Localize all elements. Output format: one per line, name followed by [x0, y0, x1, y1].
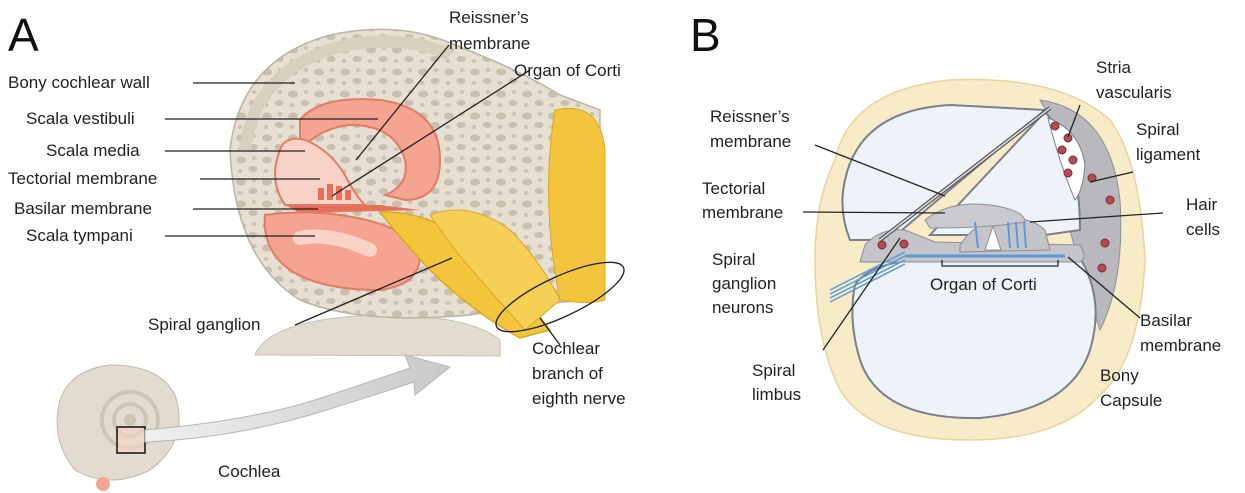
label-bony-cochlear-wall: Bony cochlear wall	[8, 73, 150, 93]
label-b-reissners-line1: Reissner’s	[710, 107, 790, 127]
label-b-stria-line2: vascularis	[1096, 83, 1172, 103]
label-scala-vestibuli: Scala vestibuli	[26, 109, 135, 129]
label-b-reissners-line2: membrane	[710, 132, 791, 152]
label-cochlear-nerve-line1: Cochlear	[532, 339, 600, 359]
label-scala-tympani: Scala tympani	[26, 226, 133, 246]
label-b-limbus-line1: Spiral	[752, 361, 795, 381]
label-b-ganglion-line1: Spiral	[712, 250, 755, 270]
label-b-ligament-line1: Spiral	[1136, 120, 1179, 140]
panel-a-art	[57, 29, 632, 491]
label-cochlear-nerve-line2: branch of	[532, 364, 603, 384]
label-b-ganglion-line2: ganglion	[712, 274, 776, 294]
label-b-bony-line1: Bony	[1100, 366, 1139, 386]
panel-b-letter: B	[690, 12, 721, 58]
label-cochlea: Cochlea	[218, 462, 280, 482]
label-tectorial-membrane: Tectorial membrane	[8, 169, 157, 189]
cochlea-thumbnail	[57, 365, 179, 480]
label-b-limbus-line2: limbus	[752, 385, 801, 405]
label-b-tectorial-line1: Tectorial	[702, 179, 765, 199]
label-basilar-membrane: Basilar membrane	[14, 199, 152, 219]
label-b-hair-line2: cells	[1186, 220, 1220, 240]
label-b-tectorial-line2: membrane	[702, 203, 783, 223]
label-reissners-line1: Reissner’s	[449, 8, 529, 28]
label-b-ganglion-line3: neurons	[712, 298, 773, 318]
label-b-basilar-line2: membrane	[1140, 336, 1221, 356]
label-reissners-line2: membrane	[449, 34, 530, 54]
label-b-basilar-line1: Basilar	[1140, 311, 1192, 331]
label-b-stria-line1: Stria	[1096, 58, 1131, 78]
panel-a-letter: A	[8, 12, 39, 58]
label-organ-of-corti-a: Organ of Corti	[514, 61, 621, 81]
label-cochlear-nerve-line3: eighth nerve	[532, 389, 626, 409]
base-bone	[255, 315, 500, 356]
label-b-organ-of-corti: Organ of Corti	[930, 275, 1037, 295]
zoom-arrow	[145, 355, 450, 442]
label-b-hair-line1: Hair	[1186, 195, 1217, 215]
nerve-trunk	[549, 108, 605, 302]
label-b-ligament-line2: ligament	[1136, 145, 1200, 165]
thumbnail-selection-box	[117, 427, 145, 453]
label-scala-media: Scala media	[46, 141, 140, 161]
label-spiral-ganglion: Spiral ganglion	[148, 315, 260, 335]
label-b-bony-line2: Capsule	[1100, 391, 1162, 411]
